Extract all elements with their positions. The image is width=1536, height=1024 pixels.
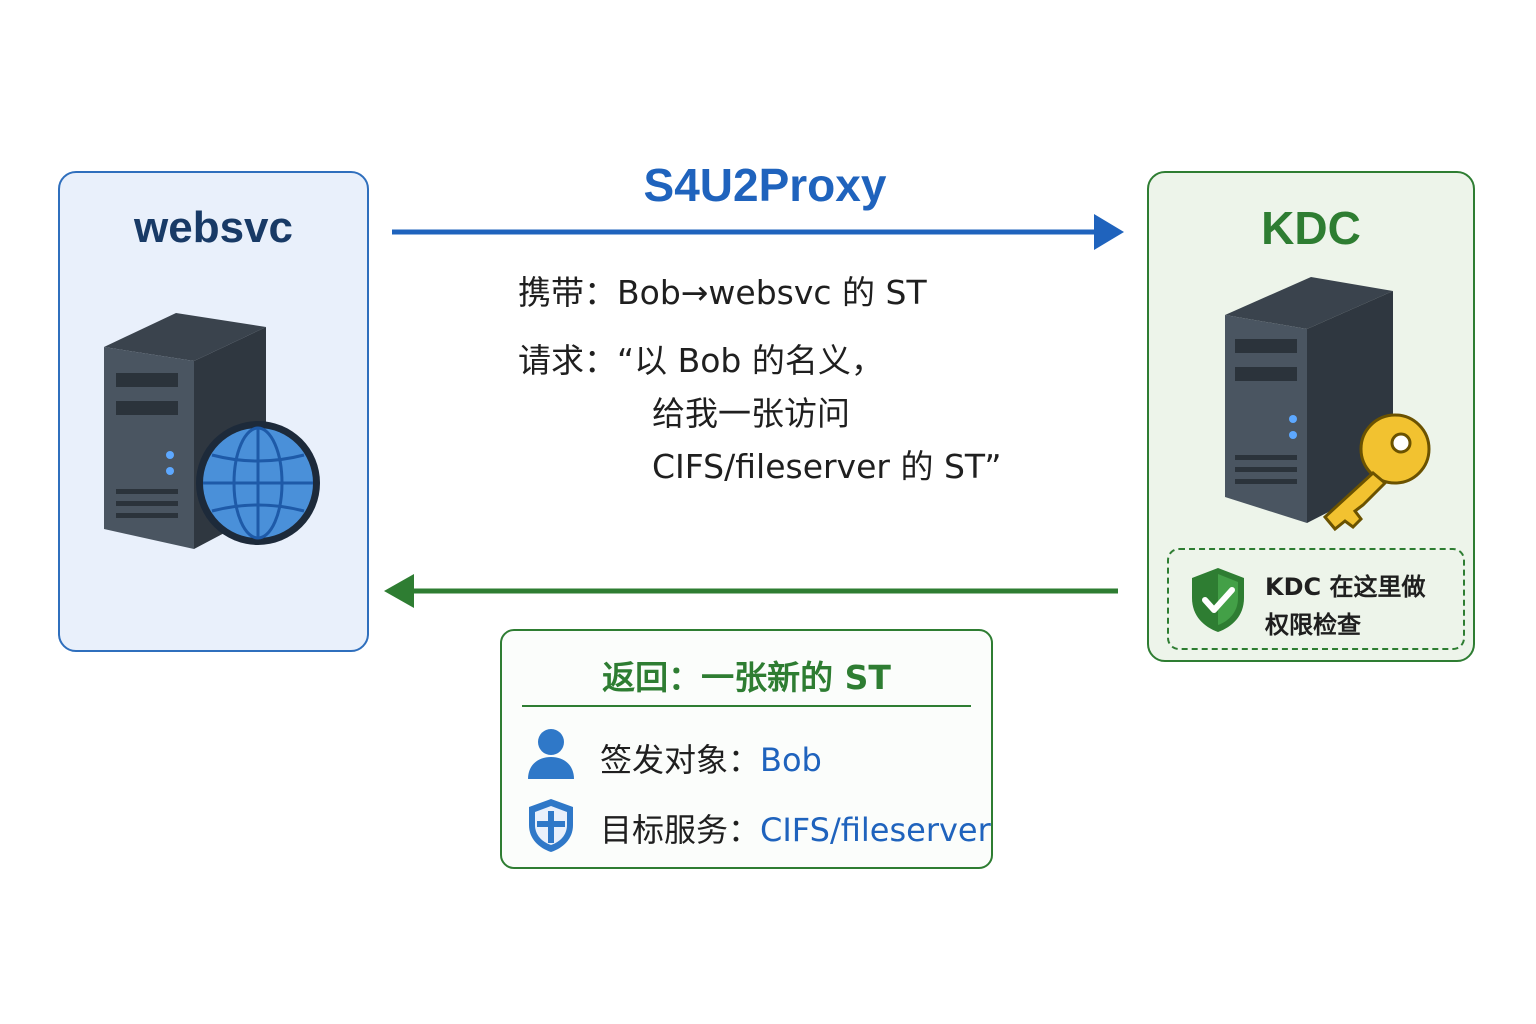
kdc-node: KDC KDC 在这里做 权限检查	[1147, 171, 1475, 662]
websvc-title: websvc	[134, 203, 293, 252]
globe-icon	[196, 421, 320, 545]
websvc-node: websvc	[58, 171, 369, 652]
request-ask-line-3: CIFS/fileserver 的 ST”	[652, 447, 1002, 486]
response-arrow	[384, 574, 1118, 608]
kdc-note-line-2: 权限检查	[1265, 611, 1361, 639]
response-card: 返回：一张新的 ST 签发对象：Bob 目标服务：CIFS/fileserver	[500, 629, 993, 869]
request-arrow	[392, 214, 1124, 250]
kdc-title: KDC	[1261, 202, 1361, 254]
target-label: 目标服务：	[600, 811, 761, 849]
response-issuer-text: 签发对象：Bob	[600, 735, 822, 781]
request-ask-line-2: 给我一张访问	[652, 394, 850, 433]
issuer-label: 签发对象：	[600, 741, 761, 779]
issuer-value: Bob	[760, 741, 822, 779]
key-icon	[1322, 413, 1431, 532]
request-ask-line-1: 请求：“以 Bob 的名义，	[518, 341, 884, 380]
request-title: S4U2Proxy	[643, 159, 887, 211]
target-value: CIFS/fileserver	[760, 811, 991, 849]
kdc-note-text: KDC 在这里做 权限检查	[1265, 568, 1455, 644]
user-icon	[528, 729, 574, 779]
kdc-note-line-1: KDC 在这里做	[1265, 573, 1426, 601]
response-title: 返回：一张新的 ST	[602, 658, 891, 697]
response-target-text: 目标服务：CIFS/fileserver	[600, 805, 991, 851]
request-carry-text: 携带：Bob→websvc 的 ST	[518, 273, 927, 312]
kdc-permission-note: KDC 在这里做 权限检查	[1167, 548, 1465, 650]
response-divider	[522, 705, 971, 707]
shield-check-icon	[1192, 568, 1244, 632]
shield-service-icon	[529, 799, 573, 852]
